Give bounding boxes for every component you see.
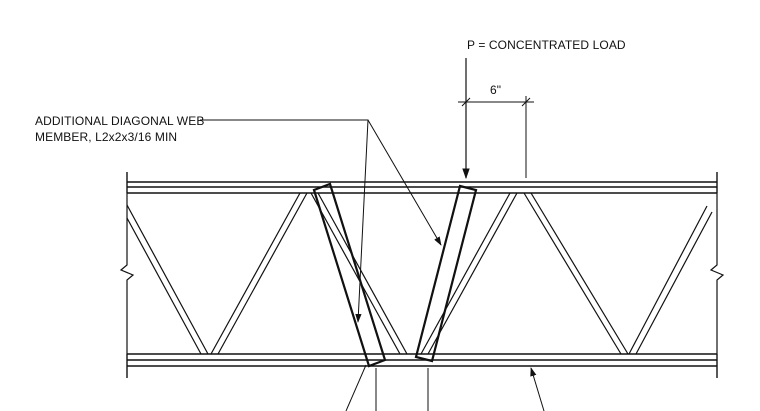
top-chord [126, 172, 718, 194]
load-label: P = CONCENTRATED LOAD [467, 38, 626, 52]
web-member-label-line2: MEMBER, L2x2x3/16 MIN [35, 130, 177, 144]
break-symbol-left [119, 193, 135, 354]
bottom-chord [126, 353, 718, 378]
lower-leaders [345, 364, 545, 411]
additional-web-member-left [312, 182, 387, 368]
additional-web-member-right [414, 184, 478, 363]
dimension-label: 6" [490, 83, 501, 97]
dimension-6in [458, 96, 534, 178]
web-members [126, 192, 713, 355]
break-symbol-right [709, 193, 725, 354]
web-member-leaders [200, 119, 442, 323]
web-member-label-line1: ADDITIONAL DIAGONAL WEB [35, 114, 204, 128]
